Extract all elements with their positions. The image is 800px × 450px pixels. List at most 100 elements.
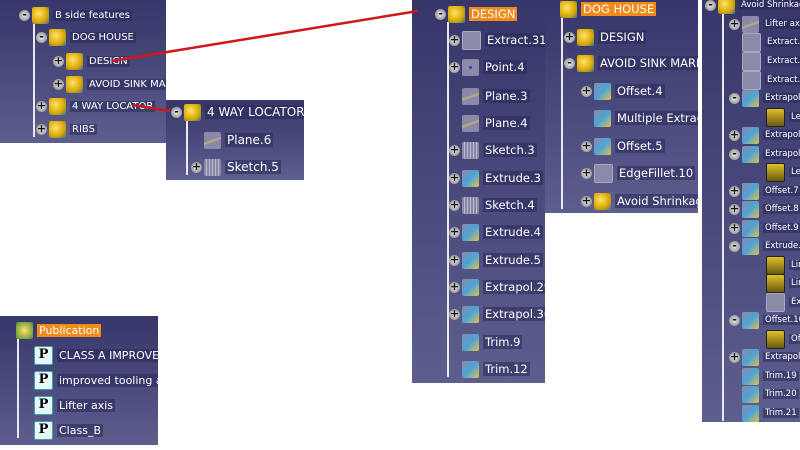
expand-icon[interactable]: +: [449, 253, 460, 266]
tree-node[interactable]: Trim.20: [742, 385, 799, 403]
collapse-icon[interactable]: -: [435, 8, 446, 20]
tree-node[interactable]: Extrapol.34: [742, 145, 800, 163]
tree-node[interactable]: Extract.36: [742, 32, 800, 52]
tree-node[interactable]: Trim.9: [462, 333, 523, 351]
tree-node[interactable]: 4 WAY LOCATOR: [49, 97, 156, 115]
collapse-icon[interactable]: -: [19, 9, 30, 21]
expand-icon[interactable]: +: [36, 99, 47, 112]
expand-icon[interactable]: +: [729, 202, 740, 215]
tree-node[interactable]: Extrude.3: [462, 169, 543, 187]
expand-icon[interactable]: +: [449, 171, 460, 184]
tree-node[interactable]: Sketch.3: [462, 141, 537, 159]
tree-node[interactable]: Extrapol.30: [462, 305, 545, 323]
pub-icon: P: [34, 370, 53, 390]
expand-icon[interactable]: +: [449, 225, 460, 238]
tree-node[interactable]: DOG HOUSE: [560, 0, 657, 18]
tree-node[interactable]: RIBS: [49, 120, 97, 138]
expand-icon[interactable]: +: [449, 60, 460, 73]
expand-icon[interactable]: +: [581, 84, 592, 97]
expand-icon[interactable]: +: [581, 166, 592, 179]
tree-connector-line: [722, 13, 724, 421]
collapse-icon[interactable]: -: [729, 240, 740, 252]
expand-icon[interactable]: +: [36, 122, 47, 135]
tree-node[interactable]: Trim.12: [462, 360, 530, 378]
tree-node[interactable]: B side features: [32, 6, 133, 24]
expand-icon[interactable]: +: [191, 160, 202, 173]
tree-node[interactable]: Avoid Shrinkage: [718, 0, 800, 14]
tree-node[interactable]: Extrapol.29: [462, 278, 545, 296]
tree-node[interactable]: Lim1: [766, 255, 800, 275]
expand-icon[interactable]: +: [729, 17, 740, 30]
tree-node[interactable]: Trim.19: [742, 367, 799, 385]
expand-icon[interactable]: +: [449, 198, 460, 211]
expand-icon[interactable]: +: [564, 30, 575, 43]
tree-node[interactable]: DOG HOUSE: [49, 28, 136, 46]
tree-node[interactable]: Extract.37: [742, 51, 800, 71]
expand-icon[interactable]: +: [449, 280, 460, 293]
tree-node[interactable]: Trim.21: [742, 404, 799, 422]
tree-node[interactable]: Offset.8: [742, 200, 800, 218]
tree-node[interactable]: Publication: [16, 321, 102, 339]
tree-node[interactable]: Point.4: [462, 58, 527, 76]
tree-node[interactable]: Plane.6: [204, 131, 274, 149]
expand-icon[interactable]: +: [729, 221, 740, 234]
tree-node[interactable]: Extract.40: [766, 292, 800, 312]
tree-node[interactable]: DESIGN: [66, 52, 130, 70]
param-icon: [766, 255, 785, 275]
tree-node[interactable]: Length: [766, 107, 800, 127]
expand-icon[interactable]: +: [449, 33, 460, 46]
tree-node[interactable]: Sketch.4: [462, 196, 537, 214]
collapse-icon[interactable]: -: [564, 57, 575, 69]
tree-node[interactable]: 4 WAY LOCATOR: [184, 103, 304, 121]
tree-node[interactable]: Avoid Shrinkage: [594, 192, 698, 210]
expand-icon[interactable]: +: [729, 350, 740, 363]
collapse-icon[interactable]: -: [729, 314, 740, 326]
tree-node[interactable]: Plane.4: [462, 114, 530, 132]
collapse-icon[interactable]: -: [36, 31, 47, 43]
param-icon: [766, 329, 785, 349]
tree-node[interactable]: Extract.31: [462, 30, 545, 50]
tree-node[interactable]: Extrude.5: [462, 251, 543, 269]
tree-node[interactable]: Multiple Extract.1: [594, 109, 698, 127]
collapse-icon[interactable]: -: [729, 148, 740, 160]
tree-node[interactable]: Extrapol.33: [742, 126, 800, 144]
tree-node[interactable]: Offset.4: [594, 82, 665, 100]
expand-icon[interactable]: +: [449, 143, 460, 156]
tree-node[interactable]: Length: [766, 162, 800, 182]
expand-icon[interactable]: +: [729, 128, 740, 141]
tree-node[interactable]: AVOID SINK MARKS: [577, 54, 698, 72]
expand-icon[interactable]: +: [53, 77, 64, 90]
tree-node[interactable]: Offset.5: [594, 137, 665, 155]
tree-node[interactable]: Offset.10: [742, 311, 800, 329]
tree-node[interactable]: Lim2: [766, 273, 800, 293]
tree-node[interactable]: Lifter axs: [742, 15, 800, 33]
tree-node[interactable]: Extrapol.36: [742, 348, 800, 366]
collapse-icon[interactable]: -: [729, 92, 740, 104]
tree-node[interactable]: Offset: [766, 329, 800, 349]
tree-node[interactable]: DESIGN: [448, 5, 518, 23]
tree-node[interactable]: AVOID SINK MARKS: [66, 75, 166, 93]
collapse-icon[interactable]: -: [171, 106, 182, 118]
tree-node[interactable]: Extrude.4: [462, 223, 543, 241]
expand-icon[interactable]: +: [449, 307, 460, 320]
tree-node[interactable]: Offset.7: [742, 182, 800, 200]
tree-node[interactable]: Offset.9: [742, 219, 800, 237]
tree-node[interactable]: EdgeFillet.10: [594, 163, 696, 183]
tree-node[interactable]: DESIGN: [577, 28, 647, 46]
tree-node[interactable]: Sketch.5: [204, 158, 281, 176]
expand-icon[interactable]: +: [53, 54, 64, 67]
expand-icon[interactable]: +: [581, 194, 592, 207]
tree-node[interactable]: Extract.38: [742, 70, 800, 90]
tree-node[interactable]: Plane.3: [462, 87, 530, 105]
expand-icon[interactable]: +: [729, 184, 740, 197]
expand-icon[interactable]: +: [581, 139, 592, 152]
tree-node-label: Plane.3: [483, 89, 530, 103]
tree-node[interactable]: Extrapol.31: [742, 89, 800, 107]
collapse-icon[interactable]: -: [705, 0, 716, 11]
param-icon: [766, 273, 785, 293]
tree-node[interactable]: Extrude.7: [742, 237, 800, 255]
